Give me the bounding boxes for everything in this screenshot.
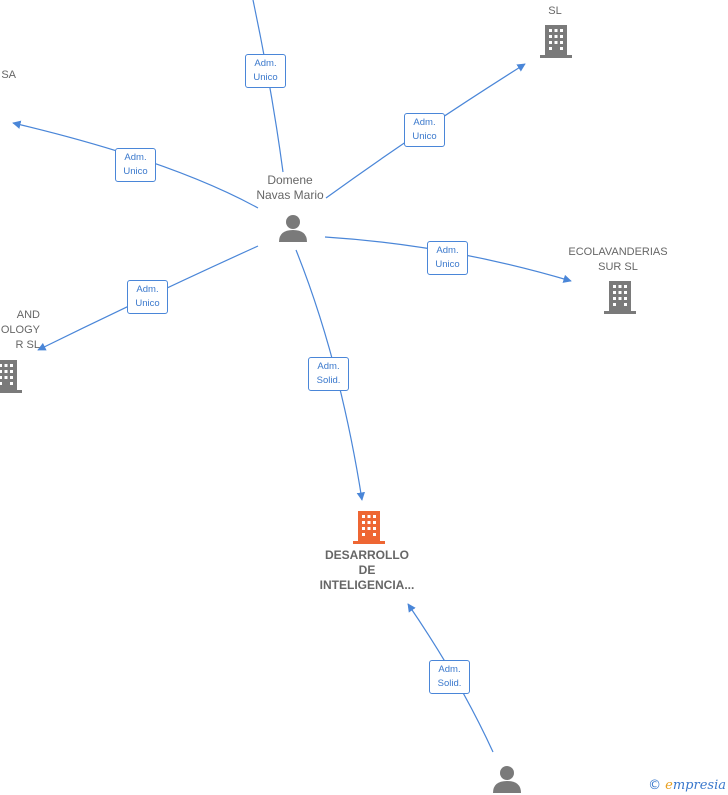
label-line: SA — [1, 69, 16, 81]
edge-label[interactable]: Adm. Solid. — [308, 357, 349, 391]
edge-label-line: Unico — [435, 259, 460, 270]
person-icon[interactable] — [279, 215, 307, 242]
edge-label-line: Unico — [135, 298, 160, 309]
edge-label-line: Solid. — [316, 375, 341, 386]
edge-label-line: Adm. — [254, 58, 277, 69]
label-line: DESARROLLO — [325, 548, 409, 562]
label-line: Navas Mario — [256, 188, 324, 202]
edge-label-line: Solid. — [437, 678, 462, 689]
label-line: OLOGY — [0, 324, 40, 336]
label-line: INTELIGENCIA... — [319, 578, 415, 592]
label-line: SUR SL — [598, 261, 638, 273]
building-icon[interactable] — [540, 25, 572, 58]
label-line: DE — [358, 563, 376, 577]
building-icon[interactable] — [604, 281, 636, 314]
edge-label-line: Unico — [412, 131, 437, 142]
label-line: Domene — [267, 173, 313, 187]
building-icon[interactable] — [0, 360, 22, 393]
main-company-label[interactable]: DESARROLLO DE INTELIGENCIA... — [308, 548, 426, 593]
edge-label[interactable]: Adm. Unico — [127, 280, 168, 314]
label-line: R SL — [15, 339, 40, 351]
edge-label[interactable]: Adm. Solid. — [429, 660, 470, 694]
brand-watermark[interactable]: ©empresia — [648, 778, 726, 793]
edge-label[interactable]: Adm. Unico — [245, 54, 286, 88]
edge-label-line: Adm. — [136, 284, 159, 295]
person-icon[interactable] — [493, 766, 521, 793]
edge-label-line: Unico — [253, 72, 278, 83]
edge-label-line: Adm. — [413, 117, 436, 128]
edge-label-line: Adm. — [317, 361, 340, 372]
label-line: SL — [548, 5, 562, 17]
edge-label-line: Adm. — [124, 152, 147, 163]
label-line: AND — [16, 309, 40, 321]
label-line: ECOLAVANDERIAS — [568, 246, 668, 258]
edge-label-line: Adm. — [438, 664, 461, 675]
brand-e: e — [665, 778, 673, 793]
edge-label[interactable]: Adm. Unico — [404, 113, 445, 147]
edge-label[interactable]: Adm. Unico — [427, 241, 468, 275]
copyright-symbol: © — [648, 778, 662, 793]
company-label-left[interactable]: AND OLOGY R SL — [0, 308, 40, 353]
building-icon-highlight[interactable] — [353, 511, 385, 544]
edge-label-line: Adm. — [436, 245, 459, 256]
company-label-right[interactable]: ECOLAVANDERIAS SUR SL — [563, 245, 673, 275]
edge-line-top — [252, 0, 284, 173]
company-label-top-right[interactable]: SL — [525, 4, 585, 19]
company-label-top-left[interactable]: SA — [0, 68, 16, 83]
center-person-label[interactable]: Domene Navas Mario — [250, 173, 330, 203]
edge-label-line: Unico — [123, 166, 148, 177]
brand-name: mpresia — [672, 778, 726, 793]
edge-label[interactable]: Adm. Unico — [115, 148, 156, 182]
